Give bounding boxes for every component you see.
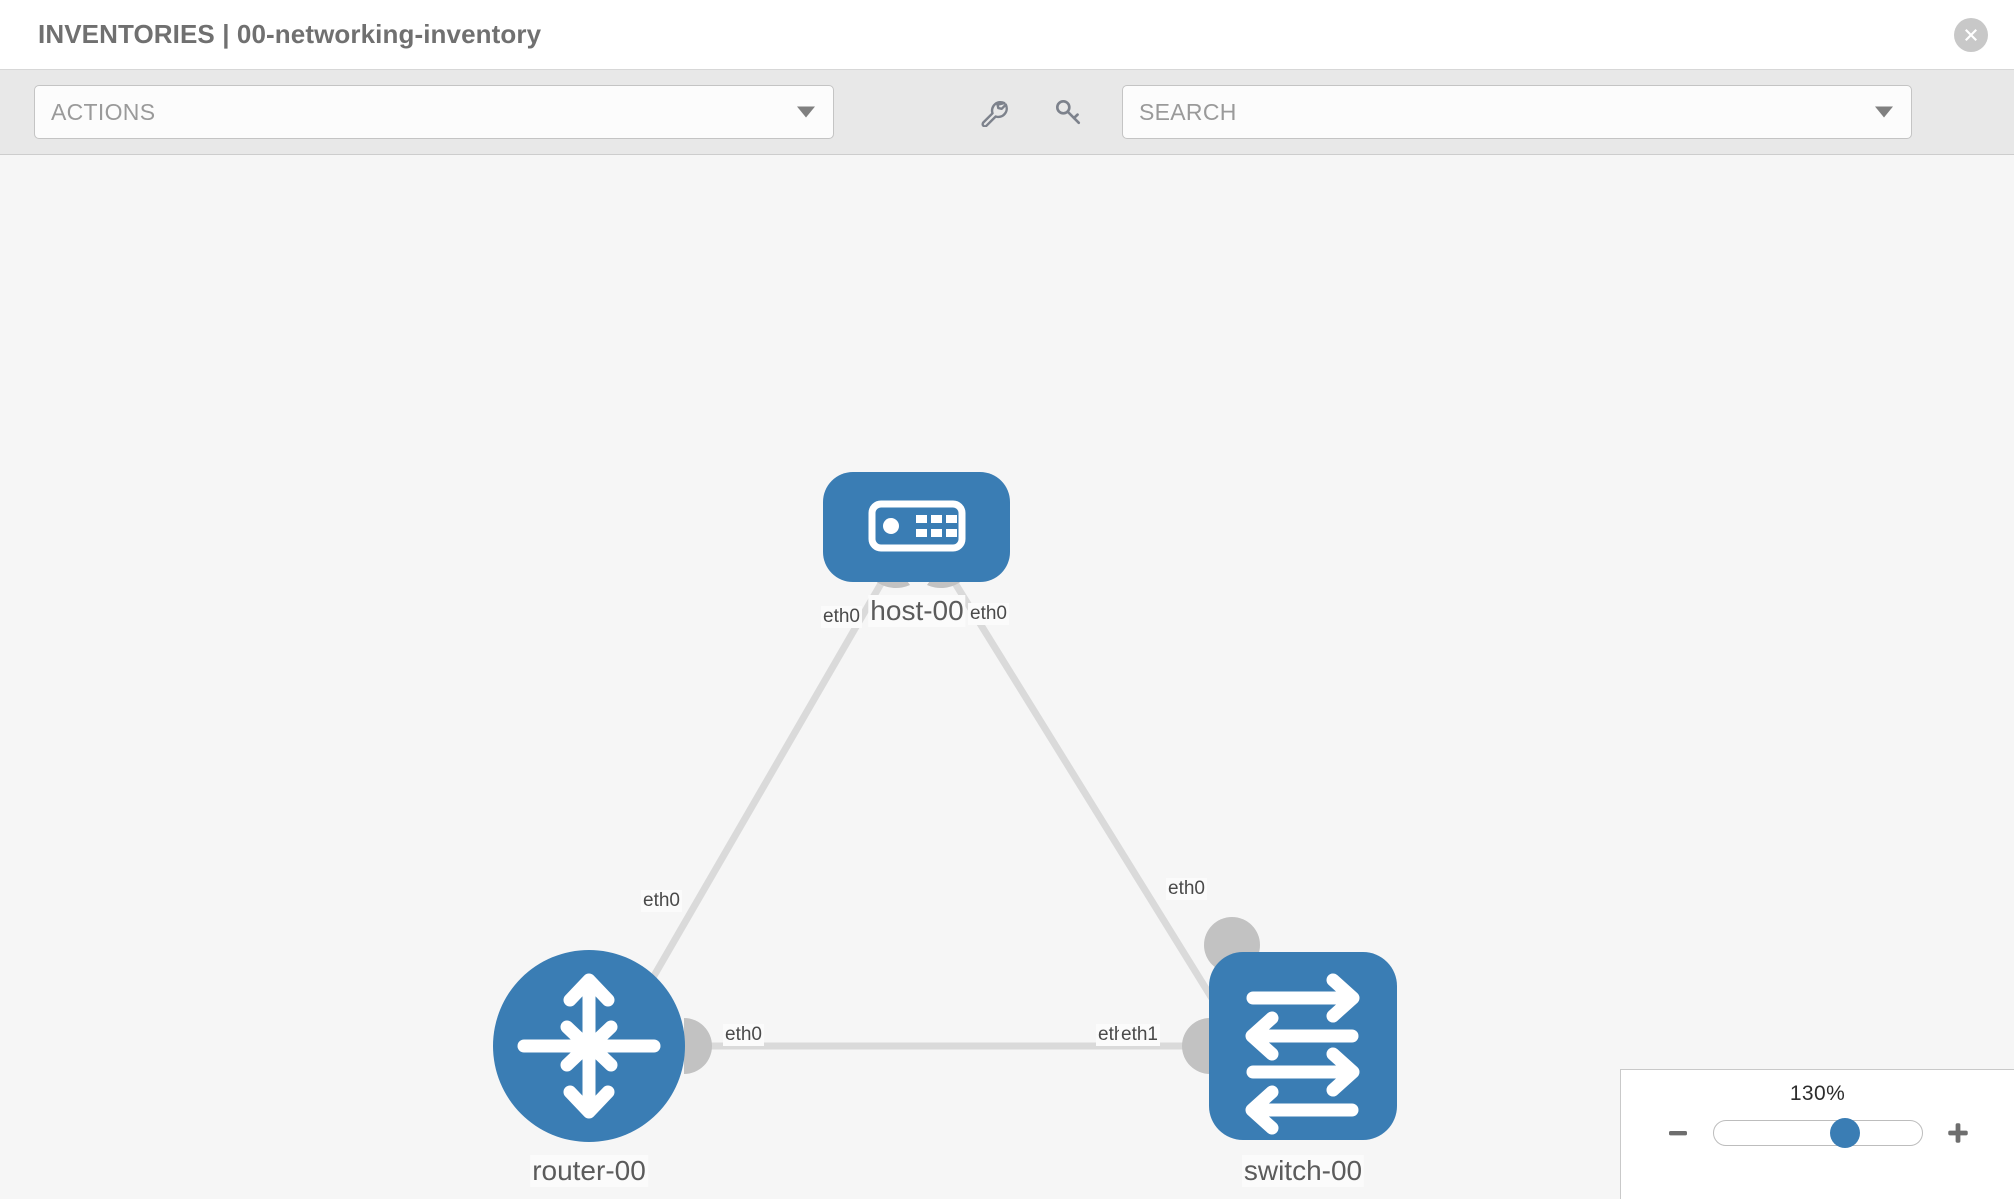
link-host00-router00[interactable] [636,573,890,1002]
wrench-button[interactable] [974,92,1014,132]
server-icon [868,500,966,552]
key-icon [1055,99,1081,125]
edge-label-router00-eth0-mid: eth0 [723,1024,764,1046]
node-label-host-00: host-00 [868,595,966,627]
edge-label-host00-eth0-left: eth0 [821,606,862,628]
connector-switch00-eth1[interactable] [1182,1018,1210,1074]
key-button[interactable] [1048,92,1088,132]
search-field[interactable]: SEARCH [1122,85,1912,139]
toolbar-icon-group [974,92,1088,132]
chevron-down-icon [1875,106,1893,118]
zoom-control-panel: 130% [1620,1069,2014,1199]
toolbar: ACTIONS SEARCH [0,70,2014,155]
link-host00-switch00[interactable] [947,573,1216,1002]
zoom-slider-track[interactable] [1712,1118,1923,1148]
wrench-icon [981,100,1008,127]
close-icon [1965,28,1977,41]
page-header: INVENTORIES | 00-networking-inventory [0,0,2014,70]
node-label-switch-00: switch-00 [1241,1155,1365,1187]
page-title: INVENTORIES | 00-networking-inventory [38,19,542,49]
zoom-out-button[interactable] [1663,1118,1693,1148]
zoom-control-row [1621,1118,2014,1148]
node-switch-00[interactable] [1209,952,1397,1140]
edge-label-switch00-eth1-mid: eth1 [1119,1024,1160,1046]
chevron-down-icon [797,106,815,118]
plus-icon [1947,1123,1968,1143]
zoom-in-button[interactable] [1943,1118,1973,1148]
topology-graph [493,472,1397,1142]
topology-links [636,573,1216,1050]
connector-router00-eth0[interactable] [684,1018,712,1074]
edge-label-switch00-eth0-upper: eth0 [1166,878,1207,900]
actions-dropdown[interactable]: ACTIONS [34,85,834,139]
switch-arrows-icon [1245,973,1360,1135]
edge-label-host00-eth0-right: eth0 [968,603,1009,625]
node-host-00[interactable] [823,472,1010,582]
actions-dropdown-label: ACTIONS [51,98,156,125]
minus-icon [1668,1131,1687,1136]
node-label-router-00: router-00 [530,1155,648,1187]
zoom-slider-thumb[interactable] [1829,1118,1860,1148]
edge-label-router00-eth0-upper: eth0 [641,890,682,912]
search-placeholder: SEARCH [1139,98,1237,125]
topology-canvas[interactable]: host-00 router-00 switch-00 eth0 eth0 et… [0,155,2014,1199]
router-arrows-icon [517,973,661,1119]
node-router-00[interactable] [493,950,685,1142]
close-button[interactable] [1954,17,1988,52]
zoom-percent-label: 130% [1789,1082,1846,1105]
